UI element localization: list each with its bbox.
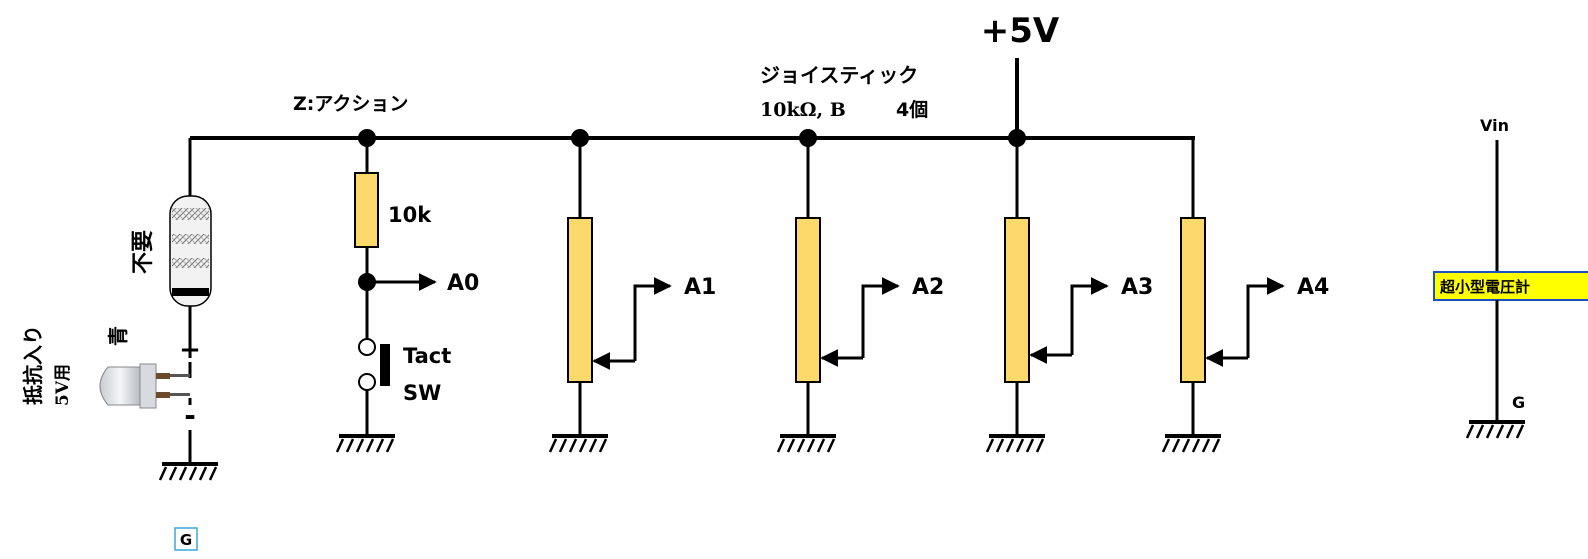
switch-contact [358,338,376,356]
plus-sign: + [179,335,201,365]
potentiometer-body [1180,217,1206,383]
voltmeter-branch: Vin 超小型電圧計 G [1433,116,1588,440]
z-action-branch: 10k A0 Tact SW [335,129,479,454]
ground-g-label: G [180,531,192,549]
fuyou-label: 不要 [131,230,156,274]
led-note-2: 5V用 [53,364,73,406]
output-a4-label: A4 [1297,275,1329,300]
voltmeter-box [1433,271,1588,301]
led-note-1: 抵抗入り [21,325,45,405]
potentiometer-a1: A1 [548,129,716,454]
led-branch: + - 不要 青 抵抗入り 5V用 G [21,138,220,551]
plus5v-label: +5V [981,11,1060,51]
joystick-count-label: 4個 [896,99,928,121]
joystick-label: ジョイスティック [760,63,918,87]
output-a2-label: A2 [912,275,944,300]
resistor-icon [169,195,212,307]
voltmeter-label: 超小型電圧計 [1439,278,1530,296]
led-icon [99,363,190,409]
potentiometer-a2: A2 [776,129,944,454]
tact-switch-icon [380,344,390,386]
blue-label: 青 [106,326,130,346]
vin-label: Vin [1480,116,1509,135]
resistor-10k-label: 10k [388,203,432,227]
tact-label: Tact [403,344,451,368]
resistor-10k [354,172,379,248]
output-a1-label: A1 [684,275,716,300]
potentiometer-body [795,217,821,383]
joystick-spec-label: 10kΩ, B [760,99,846,121]
potentiometer-body [1004,217,1030,383]
ground-icon [335,434,397,454]
output-a3-label: A3 [1121,275,1153,300]
ground-icon [985,434,1047,454]
ground-g-box [174,527,198,551]
ground-icon [1465,420,1527,440]
supply-bus: +5V [190,11,1195,140]
meter-g-label: G [1512,393,1525,412]
potentiometer-a3: A3 [985,129,1153,454]
ground-icon [1161,434,1223,454]
potentiometer-body [567,217,593,383]
ground-icon [158,462,220,482]
sw-label: SW [403,381,441,405]
ground-icon [548,434,610,454]
z-action-label: Z:アクション [293,93,408,115]
output-a0-label: A0 [447,271,479,296]
switch-contact [358,373,376,391]
ground-icon [776,434,838,454]
minus-sign: - [184,399,196,432]
potentiometer-a4: A4 [1161,140,1329,454]
